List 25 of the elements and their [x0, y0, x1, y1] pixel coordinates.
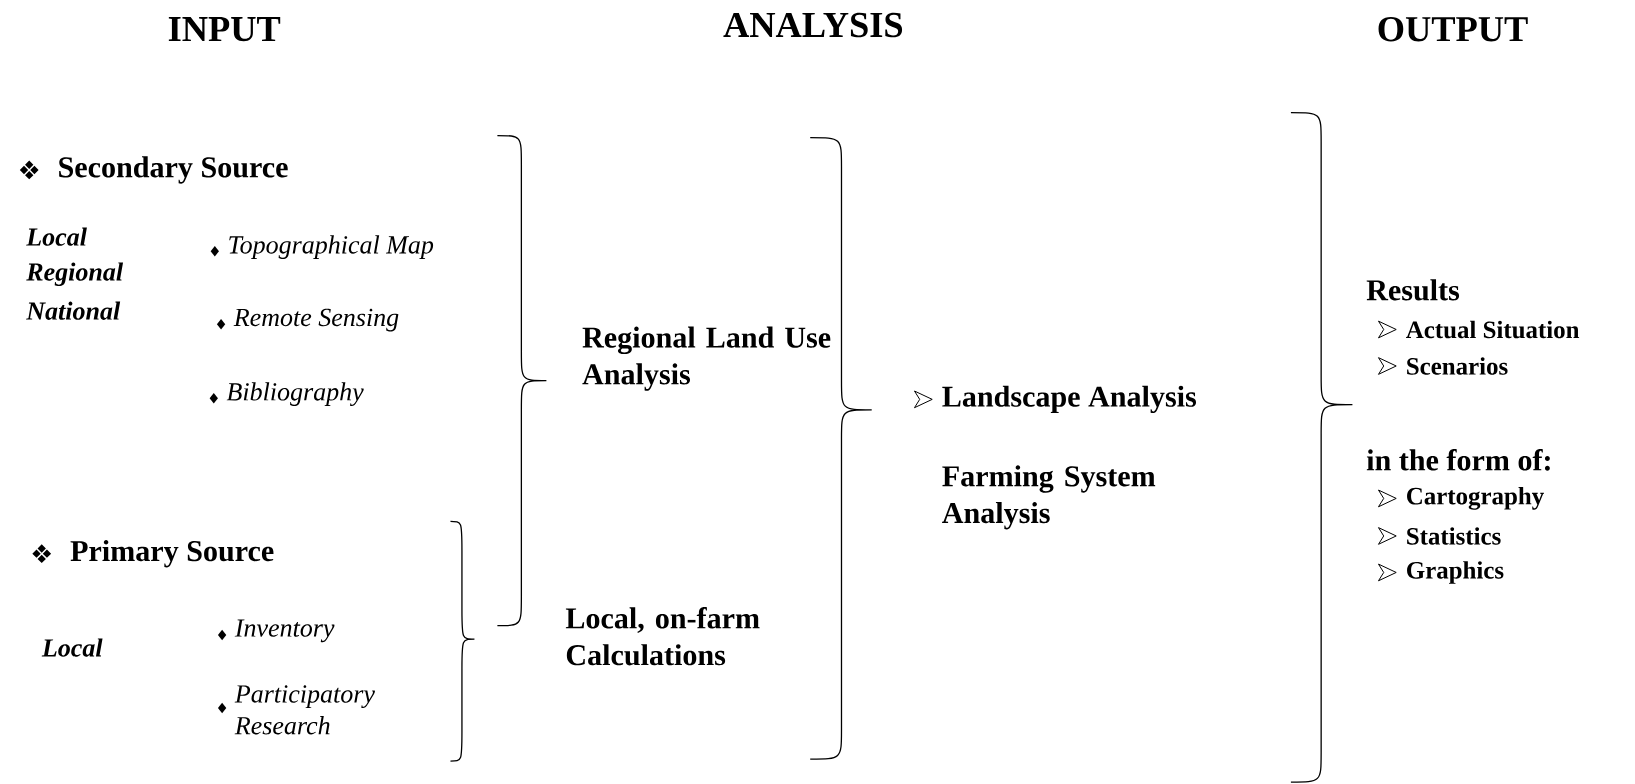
list-item-text: Actual Situation — [1406, 320, 1580, 339]
column-heading: OUTPUT — [1378, 17, 1528, 42]
section-text: Secondary Source — [59, 156, 288, 184]
list-item-text: Scenarios — [1407, 357, 1508, 375]
section-text: Farming System Analysis — [942, 465, 1156, 530]
section-text: Landscape Analysis — [942, 385, 1197, 414]
section-text: Regional Land Use Analysis — [582, 326, 831, 391]
level-text: Local — [26, 227, 87, 246]
item-text: Bibliography — [226, 382, 364, 406]
list-item-text: Cartography — [1407, 487, 1544, 510]
section-text: Results — [1366, 279, 1460, 301]
item-text: Inventory — [234, 619, 335, 643]
column-heading: ANALYSIS — [723, 12, 903, 38]
item-text: Topographical Map — [229, 235, 434, 259]
column-heading: INPUT — [168, 17, 281, 42]
section-text: Local, on-farm Calculations — [565, 607, 760, 666]
list-item-text: Graphics — [1407, 561, 1504, 584]
section-text: Primary Source — [70, 540, 274, 568]
level-text: National — [26, 301, 121, 320]
level-text: Regional — [26, 262, 124, 286]
list-item-text: Statistics — [1407, 527, 1501, 545]
section-text: in the form of: — [1366, 449, 1550, 471]
item-text: Remote Sensing — [233, 308, 399, 332]
level-text: Local — [41, 638, 103, 657]
item-text: Participatory Research — [234, 685, 375, 735]
